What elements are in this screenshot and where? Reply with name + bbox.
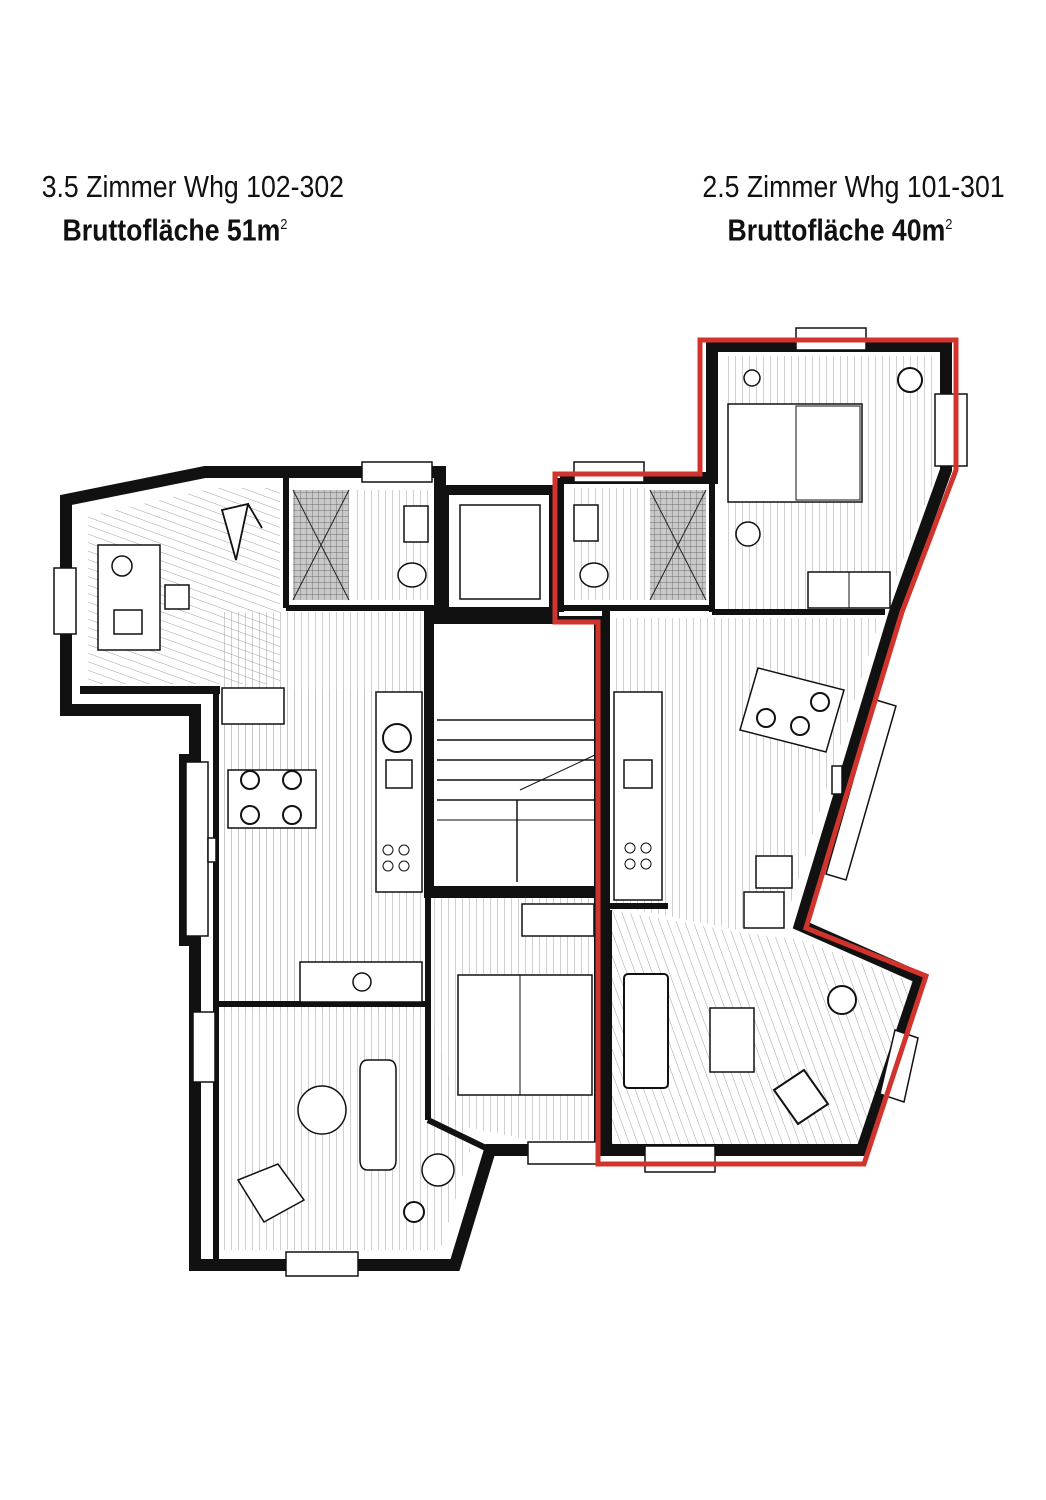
left-sink xyxy=(403,505,429,543)
window-right-bottom xyxy=(644,1145,716,1173)
right-armchair xyxy=(772,1068,830,1126)
armchair xyxy=(236,1163,306,1224)
plant-shelf xyxy=(221,687,285,725)
window-bedroom-bottom xyxy=(527,1141,599,1165)
right-unit-plan xyxy=(556,327,968,1173)
left-bed xyxy=(457,974,593,1096)
plant-icon xyxy=(403,1201,425,1223)
right-unit-label: 2.5 Zimmer Whg 101-301 Bruttofläche 40m2 xyxy=(680,168,1005,249)
right-lower-room-floor xyxy=(612,910,912,1145)
right-unit-highlight xyxy=(552,337,959,1167)
printer-icon xyxy=(113,609,143,635)
window-left-office xyxy=(53,567,77,635)
left-unit-label: 3.5 Zimmer Whg 102-302 Bruttofläche 51m2 xyxy=(20,168,344,249)
right-unit-area: Bruttofläche 40m2 xyxy=(727,212,953,248)
left-toilet xyxy=(397,562,427,588)
left-unit-title: 3.5 Zimmer Whg 102-302 xyxy=(41,169,344,204)
clock-icon xyxy=(111,555,133,577)
right-sink xyxy=(573,504,599,542)
window-right-side xyxy=(934,393,968,467)
right-unit-title: 2.5 Zimmer Whg 101-301 xyxy=(702,169,1005,204)
easel-icon xyxy=(220,502,263,561)
right-sink-icon xyxy=(623,759,653,789)
office-chair xyxy=(164,584,190,610)
window-living-bottom xyxy=(285,1251,359,1277)
pan-icon xyxy=(382,723,412,753)
staircase xyxy=(426,485,602,894)
left-kitchen-counter xyxy=(375,691,423,893)
left-unit-area: Bruttofläche 51m2 xyxy=(62,212,288,248)
window-left-kitchen xyxy=(185,761,209,937)
bedroom-stool xyxy=(735,521,761,547)
right-outer-wall xyxy=(560,340,952,1156)
right-sofa xyxy=(623,973,669,1089)
kitchen-living-floor xyxy=(218,690,378,1000)
left-unit-plan xyxy=(53,461,606,1277)
right-coffee-table xyxy=(709,1007,755,1073)
right-plant-icon xyxy=(897,367,923,393)
sink-icon xyxy=(385,759,413,789)
left-wardrobe xyxy=(521,903,595,937)
window-right-living xyxy=(825,699,897,881)
right-dining-table xyxy=(739,667,845,753)
coffee-table xyxy=(297,1085,347,1135)
sofa xyxy=(359,1059,397,1171)
right-stove xyxy=(755,855,793,889)
right-lower-plant-icon xyxy=(827,985,857,1015)
rug-round xyxy=(421,1153,455,1187)
right-bed xyxy=(727,403,863,503)
right-toilet xyxy=(579,562,609,588)
right-kitchen-counter xyxy=(613,691,663,901)
lamp-icon xyxy=(743,369,761,387)
window-left-bath xyxy=(361,461,433,483)
window-left-living xyxy=(192,1011,216,1083)
right-fridge xyxy=(743,891,785,929)
elevator-shaft xyxy=(459,504,541,600)
